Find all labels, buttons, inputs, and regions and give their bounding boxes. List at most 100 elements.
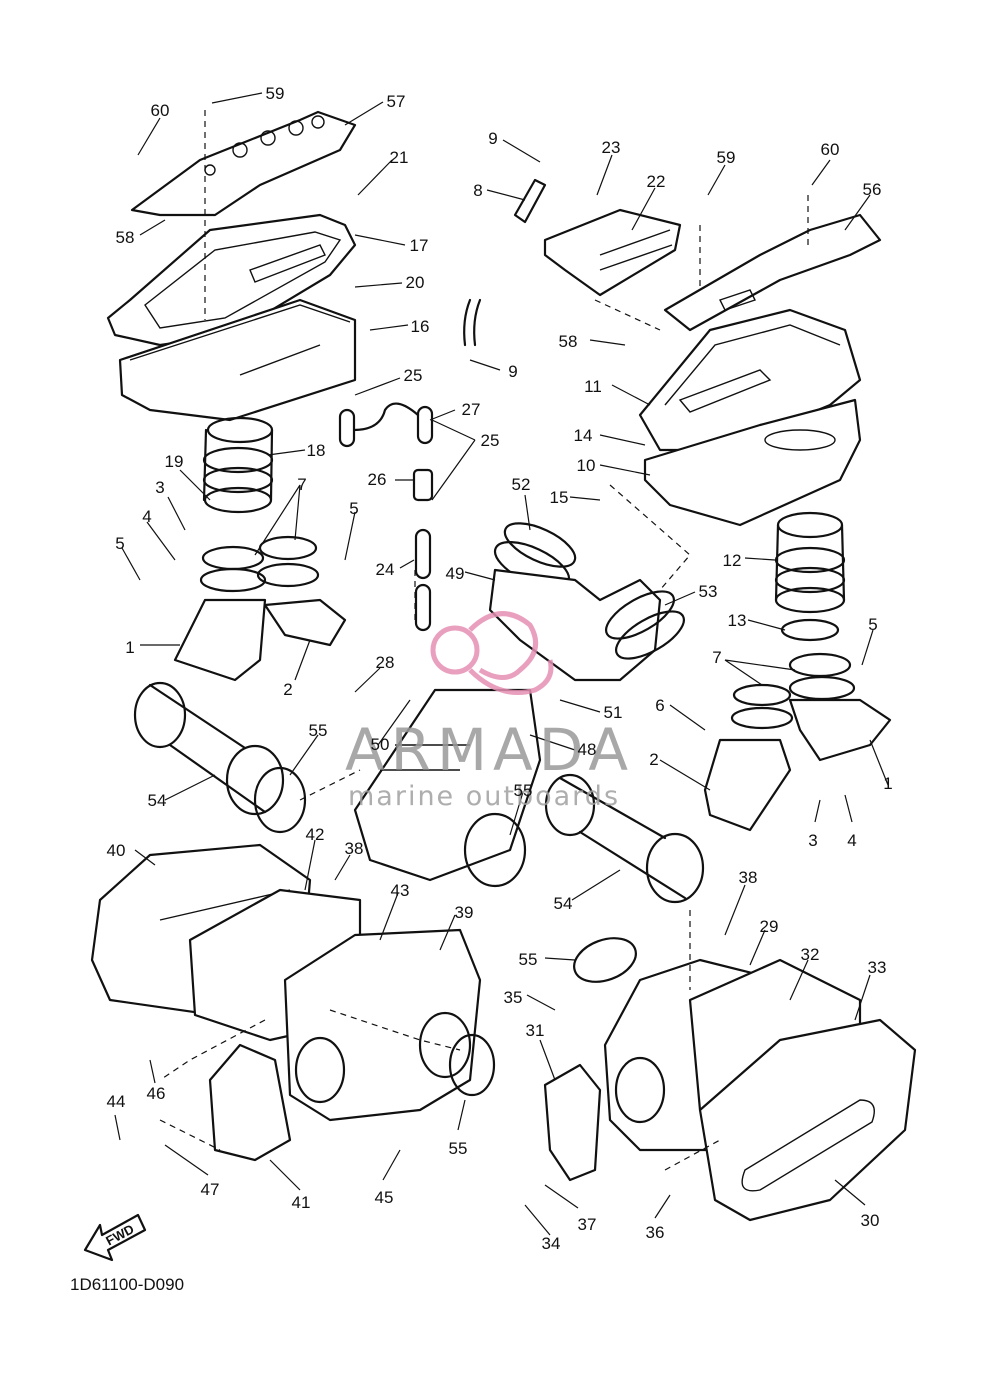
callout-number: 56 [863, 180, 882, 199]
callout-number: 60 [821, 140, 840, 159]
callout-number: 59 [717, 148, 736, 167]
top-resonator [543, 208, 682, 297]
right-cover-bracket [663, 213, 882, 332]
callout-number: 58 [116, 228, 135, 247]
callout-number: 32 [801, 945, 820, 964]
watermark-tagline: marine outboards [348, 781, 620, 812]
fwd-arrow-icon: FWD [83, 1213, 147, 1262]
left-filter-bracket [208, 1043, 292, 1162]
callout-number: 1 [125, 638, 134, 657]
callout-number: 25 [481, 431, 500, 450]
callout-number: 9 [488, 129, 497, 148]
callout-number: 3 [808, 831, 817, 850]
callout-number: 60 [151, 101, 170, 120]
callout-number: 58 [559, 332, 578, 351]
center-plenum [353, 688, 542, 888]
callout-number: 31 [526, 1021, 545, 1040]
callout-number: 55 [514, 781, 533, 800]
callout-number: 4 [142, 507, 151, 526]
callout-number: 33 [868, 958, 887, 977]
callout-number: 5 [868, 615, 877, 634]
callout-number: 21 [390, 148, 409, 167]
callout-number: 39 [455, 903, 474, 922]
callout-number: 52 [512, 475, 531, 494]
callout-number: 38 [345, 839, 364, 858]
callout-number: 24 [376, 560, 395, 579]
callout-number: 44 [107, 1092, 126, 1111]
callout-number: 16 [411, 317, 430, 336]
left-filter-case [283, 928, 496, 1122]
callout-number: 6 [655, 696, 664, 715]
callout-number: 5 [115, 534, 124, 553]
callout-number: 11 [584, 377, 602, 396]
right-filter-cover [698, 1018, 917, 1222]
callout-number: 30 [861, 1211, 880, 1230]
left-intake-boot [202, 416, 274, 514]
callout-number: 55 [309, 721, 328, 740]
right-duct-54 [544, 773, 705, 904]
callout-number: 55 [449, 1139, 468, 1158]
callout-number: 3 [155, 478, 164, 497]
left-joint-pair [173, 535, 347, 682]
callout-number: 7 [297, 475, 306, 494]
right-joint-pair [703, 652, 892, 832]
callout-number: 53 [699, 582, 718, 601]
callout-number: 18 [307, 441, 326, 460]
callout-number: 27 [462, 400, 481, 419]
callout-number: 55 [519, 950, 538, 969]
callout-number: 51 [604, 703, 623, 722]
callout-number: 54 [554, 894, 573, 913]
callout-number: 47 [201, 1180, 220, 1199]
callout-number: 28 [376, 653, 395, 672]
callout-number: 37 [578, 1215, 597, 1234]
callout-number: 40 [107, 841, 126, 860]
callout-number: 43 [391, 881, 410, 900]
callout-number: 7 [712, 648, 721, 667]
watermark: ARMADA marine outboards [345, 611, 634, 812]
alignment-lines [159, 110, 809, 1171]
callout-number: 13 [728, 611, 747, 630]
callout-number: 23 [602, 138, 621, 157]
callout-number: 5 [349, 499, 358, 518]
callout-number: 14 [574, 426, 593, 445]
callout-number: 25 [404, 366, 423, 385]
left-duct-54 [133, 681, 307, 834]
callout-number: 49 [446, 564, 465, 583]
callout-number: 46 [147, 1084, 166, 1103]
callout-number: 57 [387, 92, 406, 111]
callout-number: 8 [473, 181, 482, 200]
left-air-box-cover [106, 213, 357, 347]
leader-lines [114, 92, 889, 1236]
right-intake-boot [774, 511, 846, 642]
callout-number: 9 [508, 362, 517, 381]
callout-number: 20 [406, 273, 425, 292]
callout-number: 36 [646, 1223, 665, 1242]
callout-number: 34 [542, 1234, 561, 1253]
callout-number: 45 [375, 1188, 394, 1207]
watermark-brand: ARMADA [345, 716, 634, 784]
breather-hose [338, 178, 547, 632]
callout-number: 4 [847, 831, 856, 850]
right-air-box-case [643, 398, 862, 527]
callout-number: 38 [739, 868, 758, 887]
left-air-box-case [118, 298, 357, 422]
callout-number: 22 [647, 172, 666, 191]
callout-number: 35 [504, 988, 523, 1007]
callout-number: 50 [371, 735, 390, 754]
callout-number: 1 [883, 774, 892, 793]
callout-number: 10 [577, 456, 596, 475]
callout-number: 26 [368, 470, 387, 489]
watermark-logo [430, 611, 554, 695]
clamp-55 [573, 937, 637, 983]
callout-number: 15 [550, 488, 569, 507]
callout-number: 29 [760, 917, 779, 936]
callout-number: 2 [283, 680, 292, 699]
callout-number: 12 [723, 551, 742, 570]
callout-number: 17 [410, 236, 429, 255]
left-cover-bracket [130, 110, 357, 217]
right-filter-bracket [543, 1063, 602, 1182]
callout-number: 42 [306, 825, 325, 844]
callout-number: 19 [165, 452, 184, 471]
